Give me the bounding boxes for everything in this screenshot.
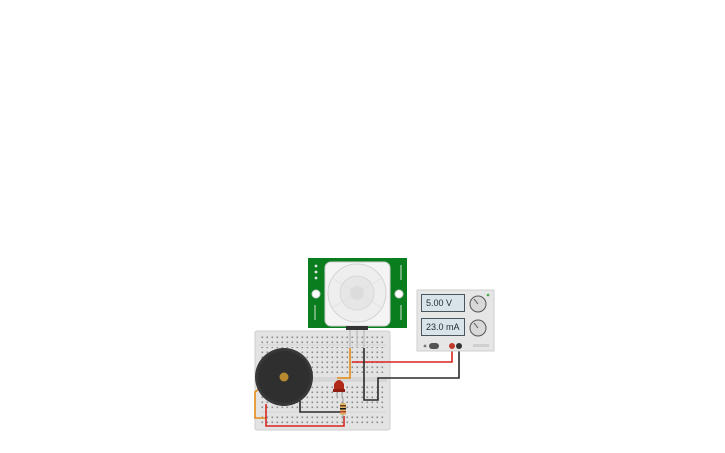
wire-red-power[interactable] bbox=[352, 347, 453, 363]
piezo-buzzer[interactable] bbox=[255, 348, 313, 406]
negative-terminal[interactable] bbox=[456, 343, 462, 349]
wire-red-bottom[interactable] bbox=[265, 404, 345, 427]
current-display: 23.0 mA bbox=[421, 318, 465, 336]
resistor[interactable] bbox=[340, 398, 346, 420]
led[interactable] bbox=[333, 380, 345, 398]
wire-black-jumper[interactable] bbox=[299, 398, 343, 413]
wire-orange-signal[interactable] bbox=[337, 348, 351, 379]
power-switch[interactable] bbox=[429, 343, 439, 349]
pir-sensor[interactable] bbox=[308, 258, 407, 330]
wire-black-ground[interactable] bbox=[363, 347, 460, 401]
positive-terminal[interactable] bbox=[449, 343, 455, 349]
voltage-display: 5.00 V bbox=[421, 294, 465, 312]
